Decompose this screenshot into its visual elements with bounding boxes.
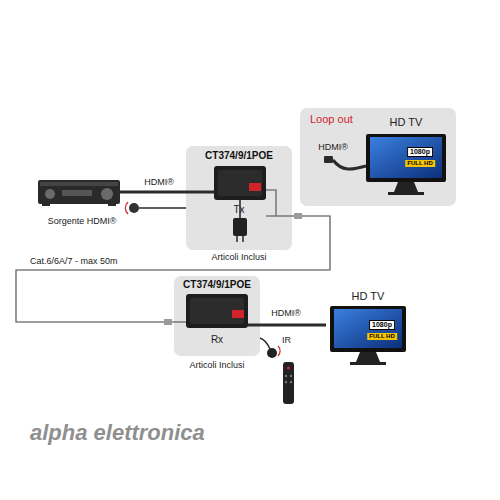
- ir-receiver: [278, 346, 280, 356]
- remote-control: [290, 375, 292, 377]
- node-text: HD TV: [390, 116, 423, 129]
- connector-label: HDMI®: [142, 177, 176, 188]
- connector-label: Cat.6/6A/7 - max 50m: [28, 256, 120, 267]
- watermark: alpha elettronica: [30, 420, 205, 446]
- remote-control: [283, 362, 294, 404]
- ir-receiver: [267, 348, 277, 358]
- source-device: Sorgente HDMI®: [32, 176, 132, 230]
- loop-out-panel: Loop out HD TV 1080pFULL HD: [300, 108, 456, 206]
- cable-label: HDMI®: [318, 142, 348, 153]
- ir-receiver: [260, 338, 270, 349]
- remote-control: [290, 381, 292, 383]
- ir-receiver: [260, 338, 280, 358]
- remote-control: [283, 362, 294, 404]
- node-text: HD TV: [352, 290, 385, 303]
- node-text: FULL HD: [405, 160, 435, 167]
- hdmi-source-device: [62, 190, 92, 196]
- tv-monitor: [350, 362, 386, 365]
- node-text: CT374/9/1POE: [205, 150, 273, 162]
- hdmi-source-device: [101, 188, 113, 200]
- node-text: 1080p: [407, 147, 433, 157]
- tv-monitor: [356, 352, 380, 362]
- hdmi-source-device: [45, 189, 55, 199]
- hdmi-source-device: [42, 204, 50, 206]
- node-text: 1080p: [369, 320, 395, 330]
- rj45-plug: [164, 319, 172, 325]
- connector-label: HDMI®: [269, 308, 303, 319]
- node-text: Articoli Inclusi: [211, 252, 266, 263]
- remote-control: [285, 381, 287, 383]
- ir-emitter-cable: [139, 207, 186, 209]
- node-text: Rx: [211, 334, 223, 346]
- hdmi-source-device: [38, 180, 120, 204]
- hdmi-source-device: [108, 204, 116, 206]
- rj45-plug: [294, 213, 302, 219]
- node-text: FULL HD: [367, 333, 397, 340]
- tv-monitor: [334, 309, 402, 348]
- tv-screen: HD TV 1080pFULL HD: [362, 116, 450, 202]
- transmitter-panel: CT374/9/1POETxArticoli Inclusi: [186, 146, 292, 250]
- remote-control: [287, 366, 290, 369]
- ir-label: IR: [282, 335, 291, 346]
- hdmi-source-device: [38, 180, 132, 206]
- node-text: Sorgente HDMI®: [48, 216, 117, 227]
- hdmi-source-device: [40, 182, 118, 186]
- receiver-panel: CT374/9/1POERxArticoli Inclusi: [174, 276, 260, 356]
- ir-emitter-cable: [125, 202, 186, 214]
- node-text: Articoli Inclusi: [189, 360, 244, 371]
- ir-emitter-cable: [125, 202, 128, 214]
- hdmi-cable: [260, 324, 326, 327]
- node-text: Tx: [233, 204, 244, 216]
- tv-monitor: [330, 306, 406, 352]
- node-text: CT374/9/1POE: [183, 279, 251, 291]
- remote-control: [285, 375, 287, 377]
- node-text: Loop out: [310, 113, 353, 126]
- tv-monitor: [330, 306, 406, 365]
- hdmi-cable: [132, 191, 186, 194]
- tv-screen: HD TV 1080pFULL HD: [326, 290, 410, 366]
- hdmi-source-device: [120, 191, 132, 194]
- ir-emitter-cable: [129, 203, 139, 213]
